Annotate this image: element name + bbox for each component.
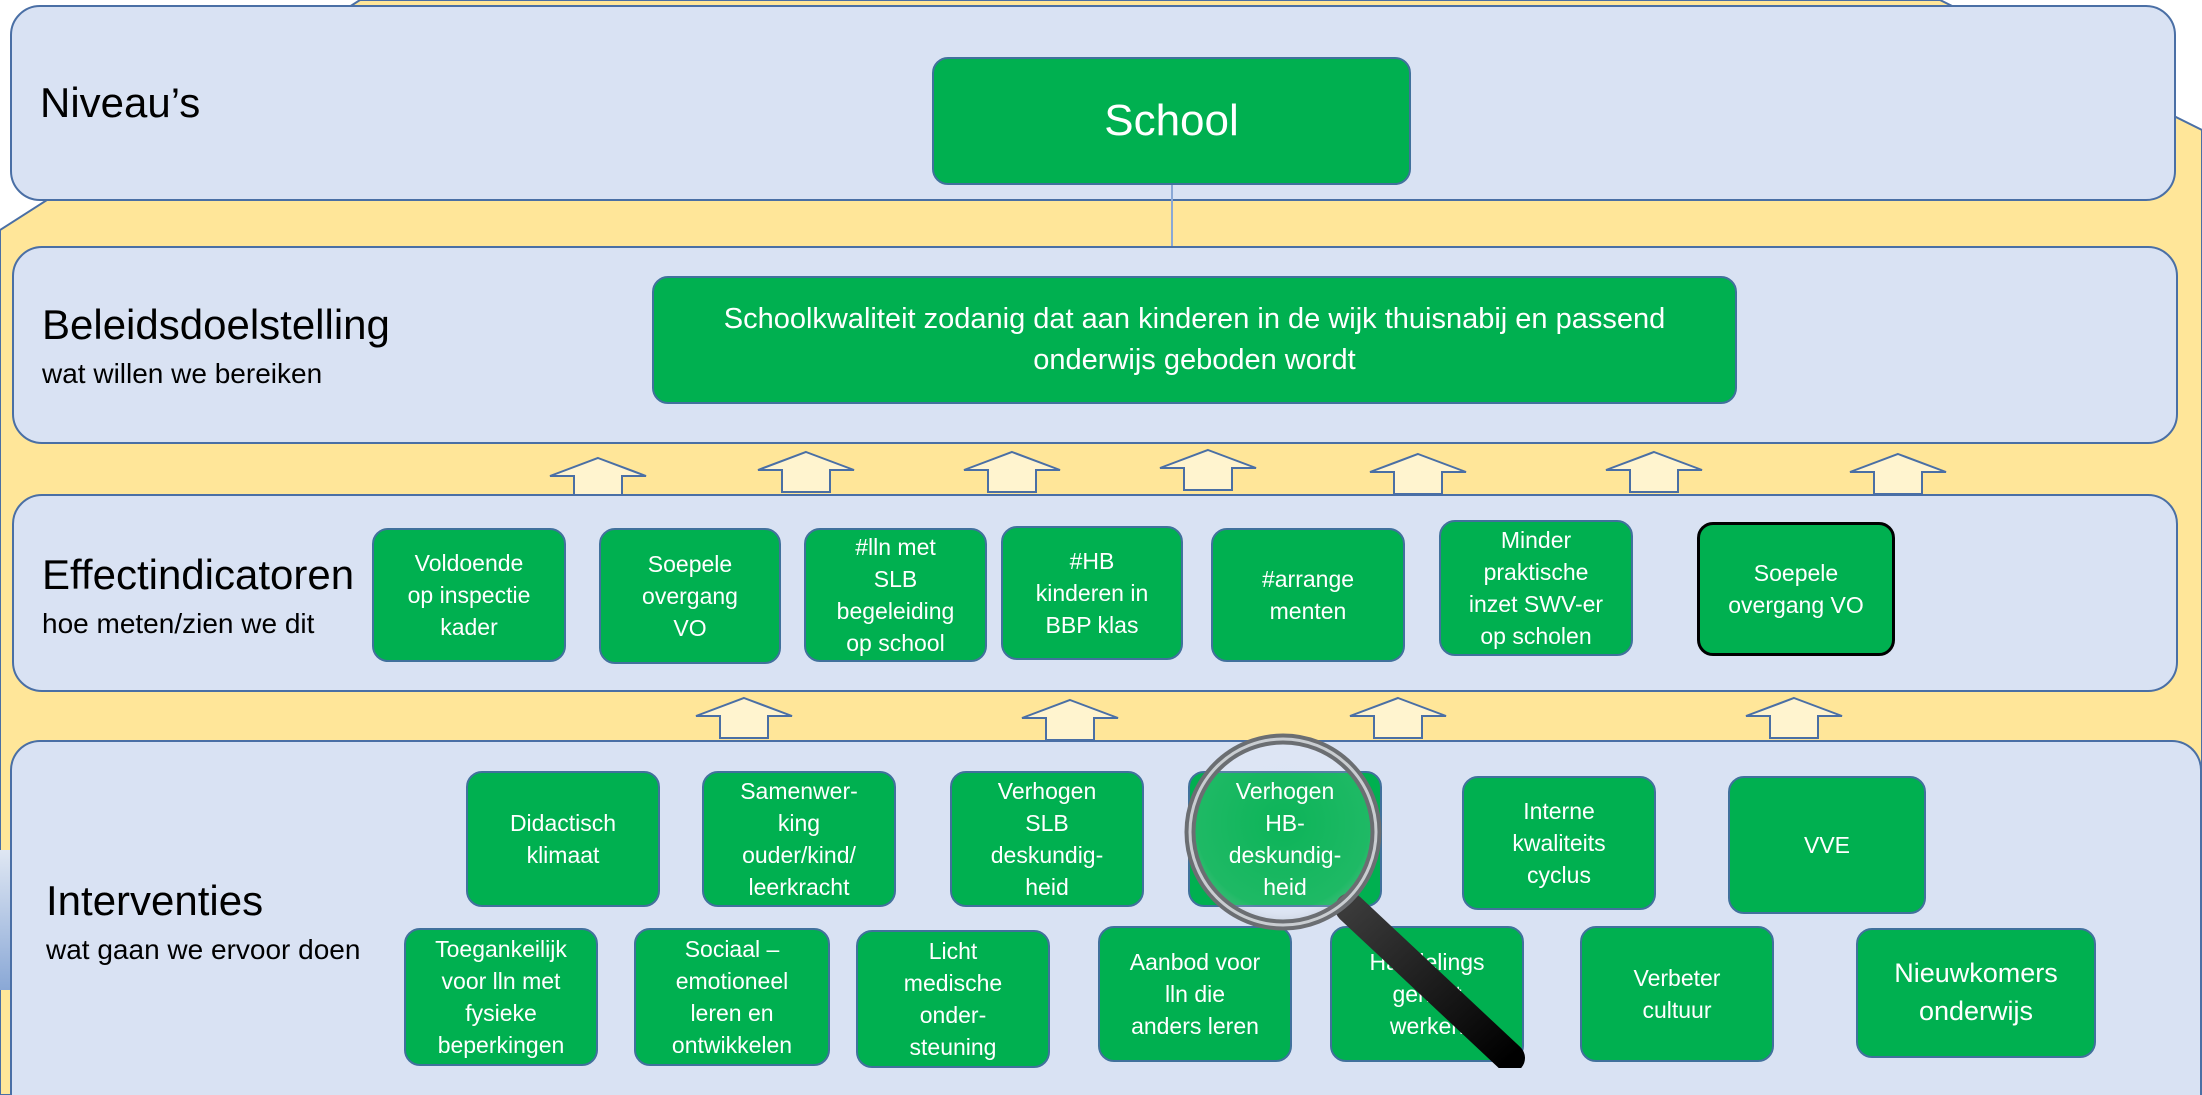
intervention-box[interactable]: Samenwer- king ouder/kind/ leerkracht (702, 771, 896, 907)
intervention-label: Samenwer- king ouder/kind/ leerkracht (740, 777, 858, 901)
up-arrow-icon (1605, 450, 1703, 493)
intervention-label: Licht medische onder- steuning (903, 937, 1003, 1061)
school-box[interactable]: School (932, 57, 1411, 185)
intervention-box[interactable]: Didactisch klimaat (466, 771, 660, 907)
intervention-label: Aanbod voor lln die anders leren (1129, 948, 1261, 1040)
indicator-box[interactable]: Soepele overgang VO (599, 528, 781, 664)
up-arrow-icon (1159, 448, 1257, 491)
intervention-box[interactable]: Verhogen SLB deskundig- heid (950, 771, 1144, 907)
goal-label: Schoolkwaliteit zodanig dat aan kinderen… (723, 303, 1666, 376)
intervention-label: Interne kwaliteits cyclus (1512, 797, 1606, 889)
connector-line (1171, 184, 1173, 278)
up-arrow-icon (1745, 696, 1843, 739)
intervention-box[interactable]: Interne kwaliteits cyclus (1462, 776, 1656, 910)
level-subtitle-effect: hoe meten/zien we dit (42, 608, 315, 639)
level-title-effect: Effectindicatoren (42, 551, 355, 598)
intervention-box[interactable]: Handelings gericht werken (1330, 926, 1524, 1062)
up-arrow-icon (757, 450, 855, 493)
intervention-label: Toegankeilijk voor lln met fysieke beper… (435, 935, 567, 1059)
indicator-label: Soepele overgang VO (642, 550, 738, 642)
indicator-label: #lln met SLB begeleiding op school (836, 533, 955, 657)
indicator-box[interactable]: #lln met SLB begeleiding op school (804, 528, 987, 662)
up-arrow-icon (1369, 452, 1467, 495)
intervention-label: Verhogen HB- deskundig- heid (1228, 777, 1342, 901)
school-label: School (1104, 96, 1239, 146)
indicator-label: #arrange menten (1261, 565, 1355, 624)
intervention-box[interactable]: Aanbod voor lln die anders leren (1098, 926, 1292, 1062)
intervention-label: Nieuwkomers onderwijs (1894, 958, 2058, 1026)
indicator-box[interactable]: Minder praktische inzet SWV-er op schole… (1439, 520, 1633, 656)
indicator-box[interactable]: #arrange menten (1211, 528, 1405, 662)
level-subtitle-beleid: wat willen we bereiken (42, 358, 323, 389)
level-subtitle-interventies: wat gaan we ervoor doen (46, 934, 361, 965)
intervention-box[interactable]: Verbeter cultuur (1580, 926, 1774, 1062)
level-title-niveau: Niveau’s (40, 79, 201, 126)
intervention-label: Verhogen SLB deskundig- heid (990, 777, 1104, 901)
indicator-label: Minder praktische inzet SWV-er op schole… (1468, 526, 1604, 650)
intervention-label: Sociaal – emotioneel leren en ontwikkele… (671, 935, 793, 1059)
indicator-label: #HB kinderen in BBP klas (1035, 547, 1149, 639)
intervention-box[interactable]: Sociaal – emotioneel leren en ontwikkele… (634, 928, 830, 1066)
intervention-box[interactable]: Verhogen HB- deskundig- heid (1188, 771, 1382, 907)
up-arrow-icon (695, 696, 793, 739)
intervention-box[interactable]: Licht medische onder- steuning (856, 930, 1050, 1068)
intervention-box[interactable]: VVE (1728, 776, 1926, 914)
up-arrow-icon (1849, 452, 1947, 495)
indicator-label: Voldoende op inspectie kader (407, 549, 531, 641)
intervention-label: VVE (1803, 831, 1851, 858)
indicator-box[interactable]: Voldoende op inspectie kader (372, 528, 566, 662)
goal-box[interactable]: Schoolkwaliteit zodanig dat aan kinderen… (652, 276, 1737, 404)
indicator-label: Soepele overgang VO (1728, 559, 1864, 618)
level-title-interventies: Interventies (46, 877, 264, 924)
up-arrow-icon (1021, 698, 1119, 741)
intervention-label: Handelings gericht werken (1369, 948, 1485, 1040)
intervention-label: Didactisch klimaat (509, 809, 617, 868)
intervention-box[interactable]: Toegankeilijk voor lln met fysieke beper… (404, 928, 598, 1066)
up-arrow-icon (963, 450, 1061, 493)
intervention-box[interactable]: Nieuwkomers onderwijs (1856, 928, 2096, 1058)
indicator-box[interactable]: #HB kinderen in BBP klas (1001, 526, 1183, 660)
indicator-box[interactable]: Soepele overgang VO (1697, 522, 1895, 656)
intervention-label: Verbeter cultuur (1633, 964, 1721, 1023)
level-title-beleid: Beleidsdoelstelling (42, 301, 390, 348)
up-arrow-icon (1349, 696, 1447, 739)
